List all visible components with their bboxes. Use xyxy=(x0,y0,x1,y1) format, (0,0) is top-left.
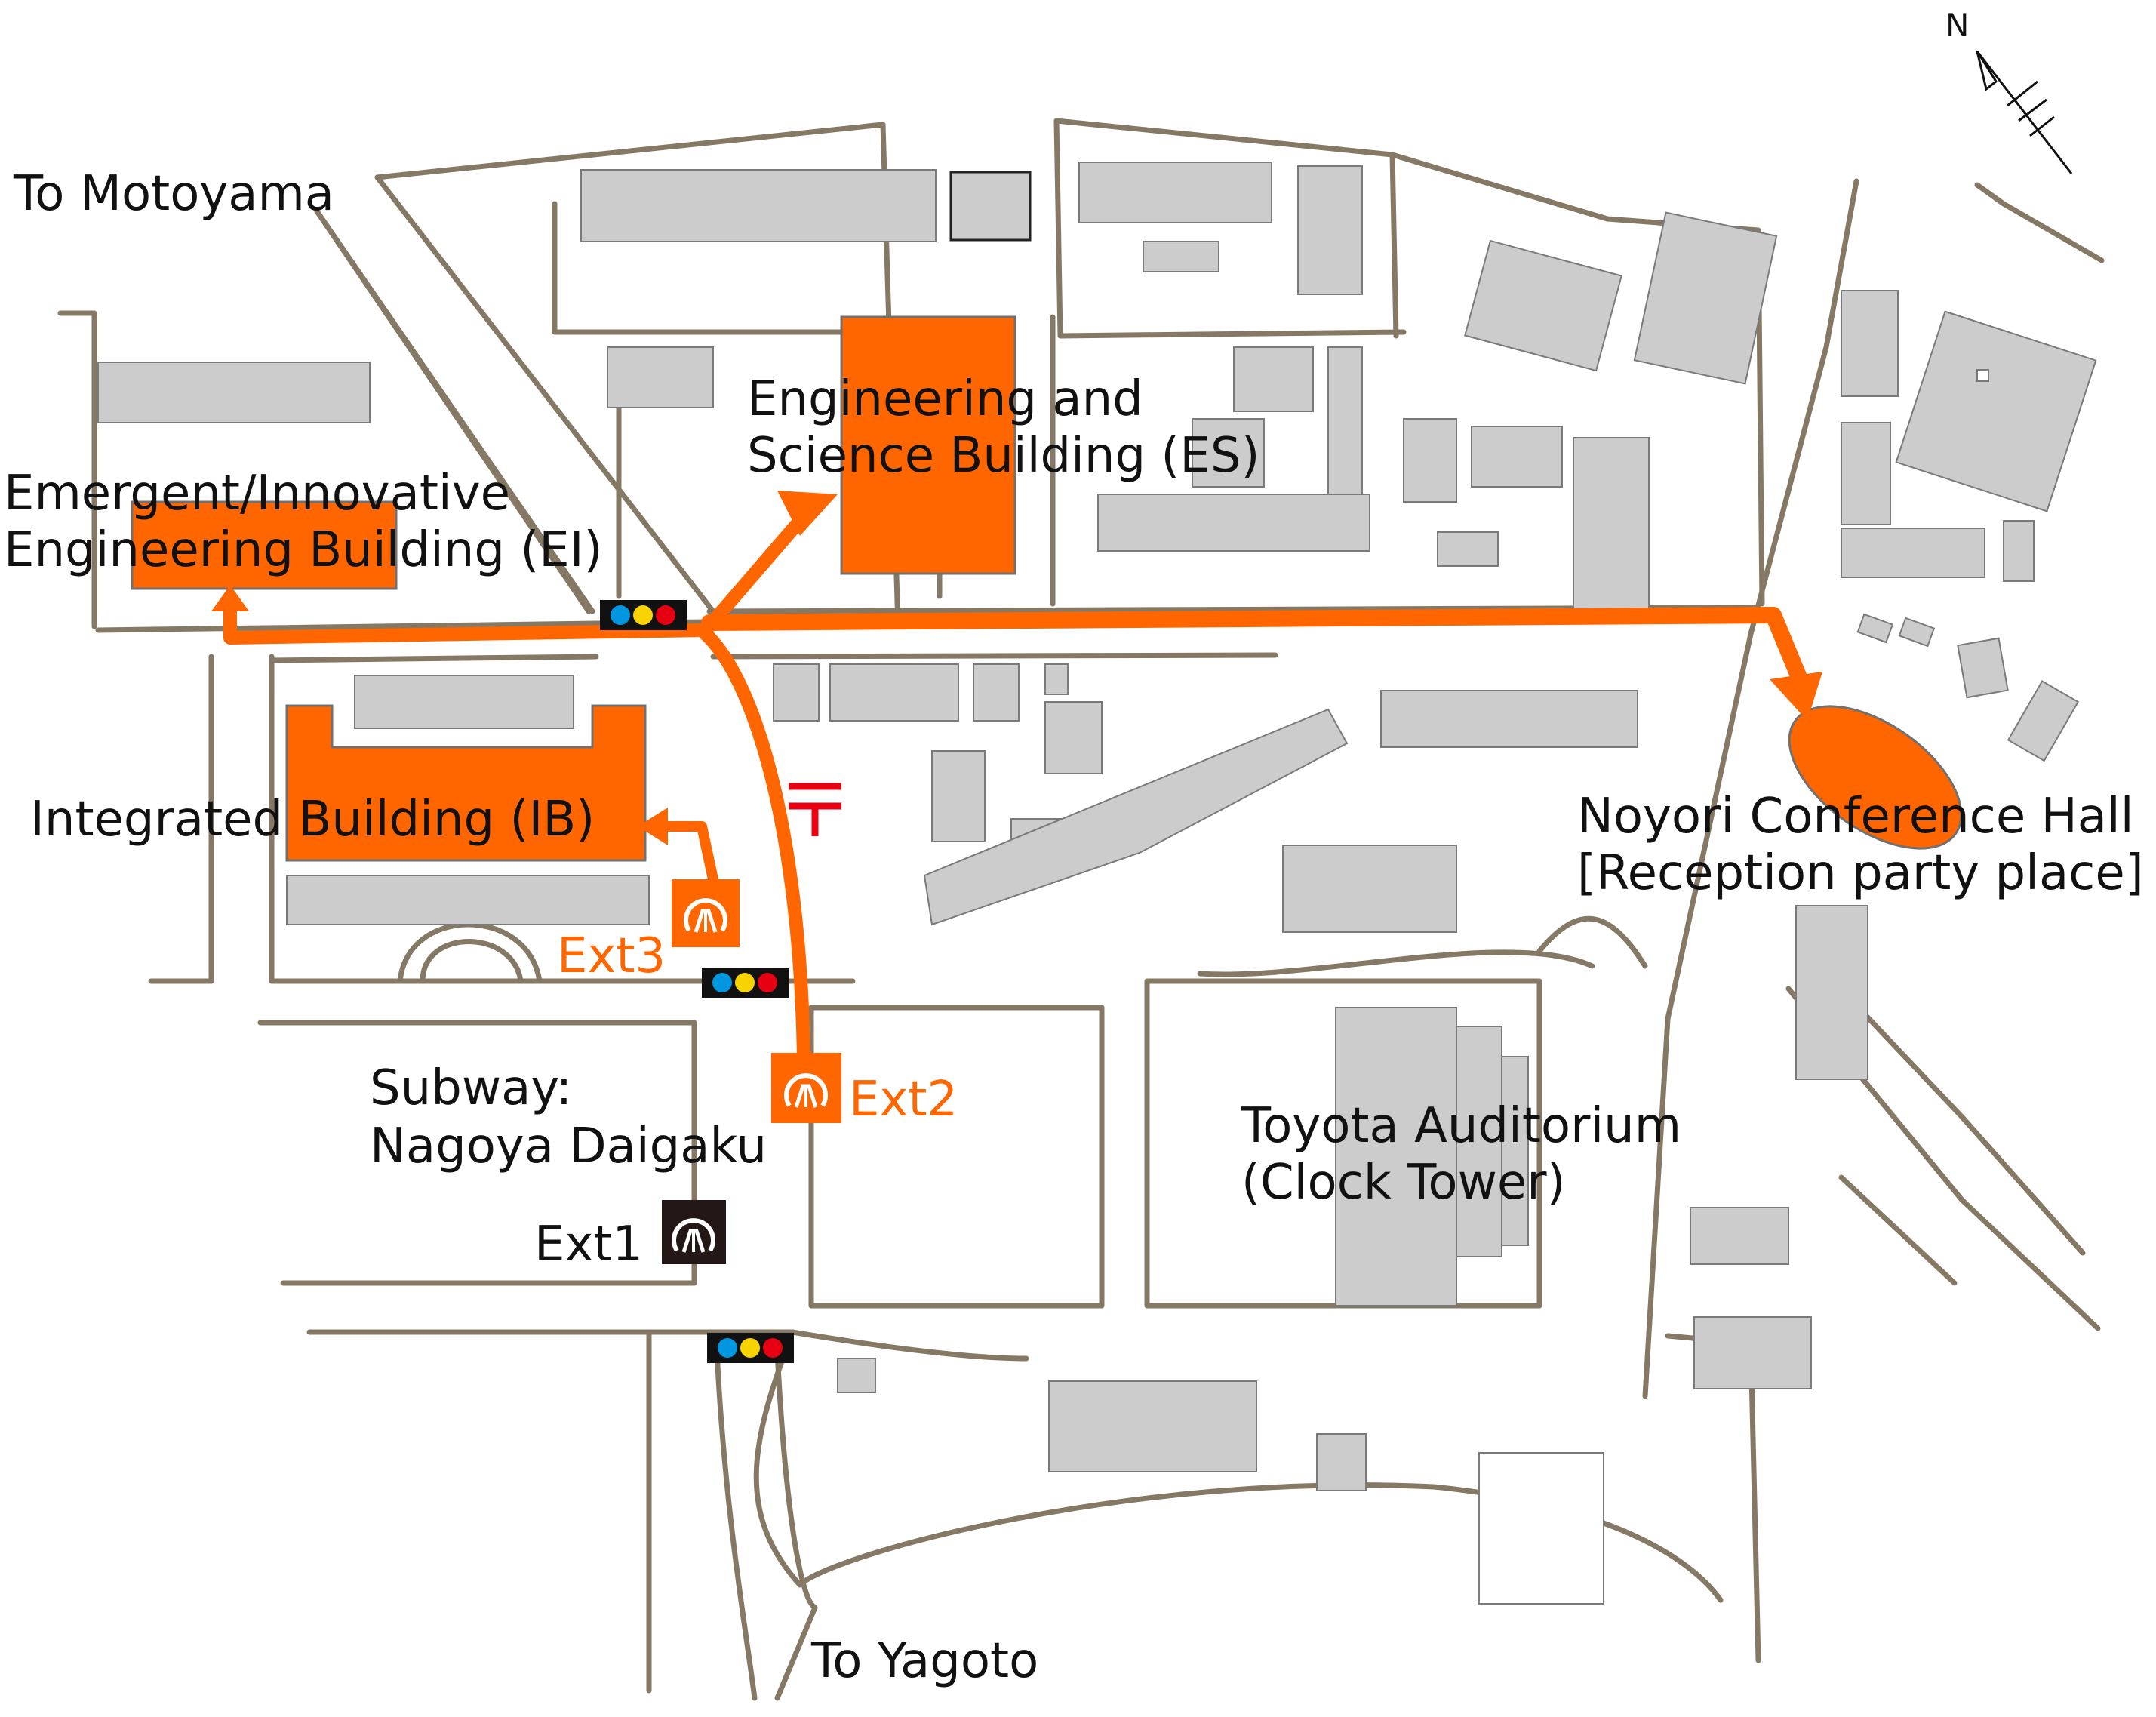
subway-exit-icon[interactable] xyxy=(771,1053,841,1123)
traffic-signal-icon xyxy=(702,968,789,998)
label-es-line1: Engineering and xyxy=(747,371,1143,427)
label-ei-line2: Engineering Building (EI) xyxy=(4,522,603,578)
label-subway-line2: Nagoya Daigaku xyxy=(370,1119,767,1174)
label-ext2: Ext2 xyxy=(849,1072,958,1128)
compass-label: N xyxy=(1945,7,1969,44)
map-labels: To Motoyama To Yagoto Emergent/Innovativ… xyxy=(4,166,2144,1689)
highlighted-buildings xyxy=(131,315,1985,877)
label-to-yagoto: To Yagoto xyxy=(810,1633,1038,1689)
label-ib: Integrated Building (IB) xyxy=(30,792,595,848)
campus-buildings xyxy=(97,162,2097,1605)
building-es[interactable] xyxy=(840,315,1016,575)
building-ib[interactable] xyxy=(285,704,647,862)
building-noyori[interactable] xyxy=(1764,678,1985,877)
traffic-signal-icon xyxy=(600,600,687,630)
label-noyori-line1: Noyori Conference Hall xyxy=(1577,789,2133,845)
label-es-line2: Science Building (ES) xyxy=(747,428,1259,484)
label-toyota-line2: (Clock Tower) xyxy=(1241,1155,1566,1211)
traffic-signal-icon xyxy=(707,1333,794,1363)
subway-exit-icon[interactable] xyxy=(662,1200,726,1264)
subway-exit-icon[interactable] xyxy=(672,879,740,947)
label-ext3: Ext3 xyxy=(557,928,666,984)
building-ei[interactable] xyxy=(131,500,398,590)
label-toyota-line1: Toyota Auditorium xyxy=(1241,1098,1681,1154)
label-noyori-line2: [Reception party place] xyxy=(1577,845,2144,901)
label-ei-line1: Emergent/Innovative xyxy=(4,466,510,522)
walking-route xyxy=(211,491,1822,1063)
label-ext1: Ext1 xyxy=(534,1217,643,1272)
post-office-icon xyxy=(789,783,841,836)
label-subway-line1: Subway: xyxy=(370,1060,572,1116)
north-arrow-icon xyxy=(1976,51,2073,174)
label-to-motoyama: To Motoyama xyxy=(13,166,334,222)
